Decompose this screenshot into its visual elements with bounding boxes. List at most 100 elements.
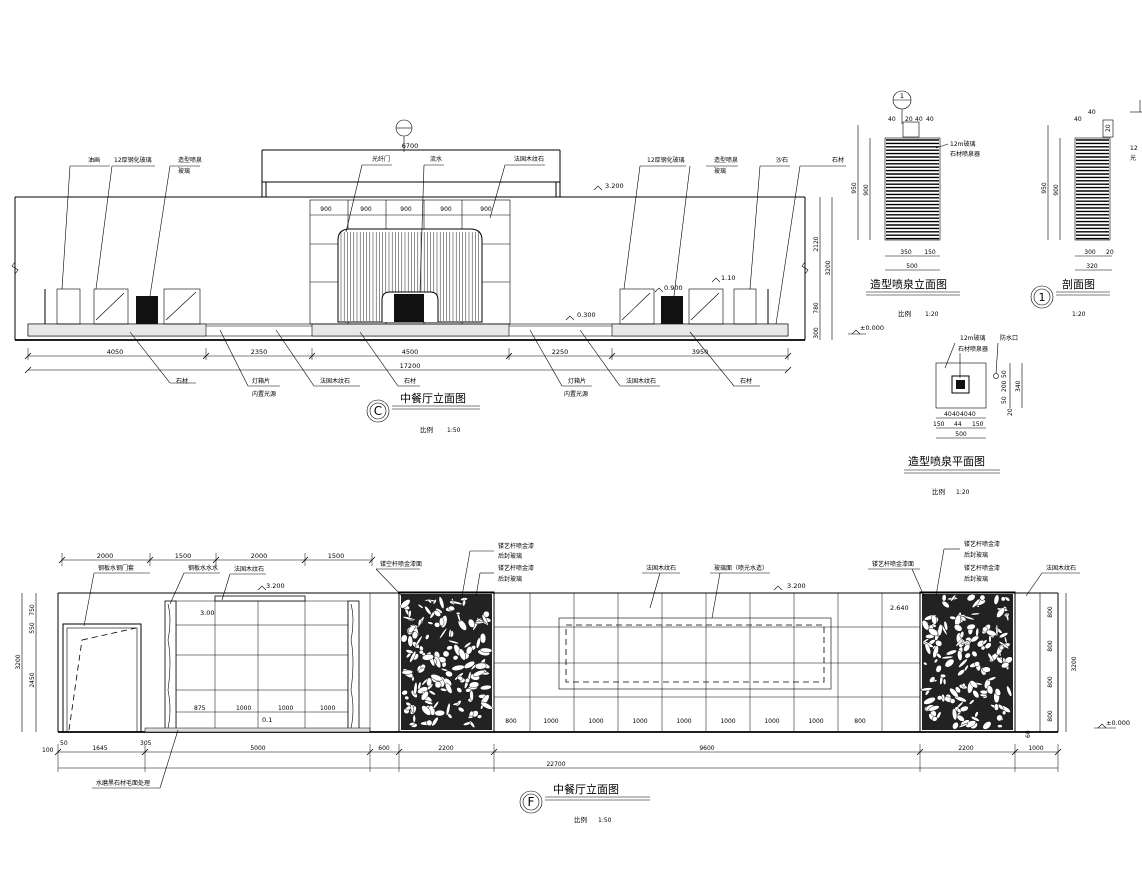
f-right-60: 60 [1025, 730, 1032, 738]
f-top-2000a: 2000 [97, 552, 114, 560]
level-0300: 0.300 [577, 311, 596, 319]
section-marker-c [366, 399, 390, 423]
label-bottom-lightbox-1: 灯箱片 [252, 377, 270, 385]
f-label-screen-l3: 后封玻璃 [498, 552, 522, 560]
fountain-plan: 12m玻璃 石材喷泉器 防水口 50 200 50 20 340 40 40 4… [904, 334, 1023, 496]
f-level-300: 3.00 [200, 609, 214, 617]
fe-bottom-500: 500 [906, 263, 918, 270]
fountain-elev-scale: 比例 [898, 309, 911, 318]
elevation-f: 2000 1500 2000 1500 1645 5000 600 2200 9… [15, 540, 1130, 824]
fs-side-950: 950 [1041, 182, 1048, 194]
fe-label-glass: 12m玻璃 [950, 140, 975, 148]
f-bottom-1645: 1645 [92, 745, 107, 752]
fp-bottom-40c: 40 [960, 411, 968, 418]
f-level-3200a: 3.200 [266, 582, 285, 590]
label-glass-right-2: 玻璃 [714, 167, 726, 175]
dim-4500: 4500 [402, 348, 419, 356]
level-0900: 0.900 [664, 284, 683, 292]
label-bottom-travertine-2: 法国木纹石 [626, 377, 656, 385]
f-label-travertine-3: 法国木纹石 [1046, 564, 1076, 572]
f-bottom-305: 305 [140, 740, 152, 747]
fp-side-50a: 50 [1001, 370, 1008, 378]
elevation-f-scale: 比例 [574, 815, 587, 824]
f-grid-875: 875 [194, 705, 206, 712]
f-bottom-1000: 1000 [1028, 745, 1043, 752]
f-level-3200b: 3.200 [787, 582, 806, 590]
f-right-800a: 800 [1047, 606, 1054, 618]
f-panel-dim: 1000 [720, 718, 735, 725]
label-sand: 沙石 [776, 157, 788, 164]
dim-300: 300 [813, 327, 820, 339]
f-label-door: 钢板水钢门套 [98, 564, 134, 572]
label-fountain-left: 造型喷泉 [178, 156, 202, 164]
elevation-f-title: 中餐厅立面图 [553, 782, 619, 796]
level-000: ±0.000 [860, 324, 884, 332]
fe-side-950: 950 [851, 182, 858, 194]
f-panel-dim: 1000 [764, 718, 779, 725]
dim-900-e: 900 [480, 206, 492, 213]
fe-top-dim-40a: 40 [888, 116, 896, 123]
f-bottom-2200b: 2200 [958, 745, 973, 752]
fe-bottom-350: 350 [900, 249, 912, 256]
fs-bottom-320: 320 [1086, 263, 1098, 270]
dim-3200: 3200 [825, 260, 832, 275]
dim-900-d: 900 [440, 206, 452, 213]
f-left-3200: 3200 [15, 654, 22, 669]
f-grid-1000c: 1000 [320, 705, 335, 712]
f-level-2640: 2.640 [890, 604, 909, 612]
f-bottom-100: 100 [42, 747, 54, 754]
label-bottom-stone-1: 石材 [176, 377, 188, 385]
f-bottom-2200a: 2200 [438, 745, 453, 752]
f-total-22700: 22700 [546, 761, 565, 768]
fs-marker: 1 [1039, 291, 1046, 304]
fs-top-20: 20 [1105, 124, 1112, 132]
f-label-glass: 玻璃面（喷光水造） [714, 564, 768, 572]
f-label-screen-r4: 镂艺杆喷金漆 [964, 564, 1000, 572]
fountain-plan-title: 造型喷泉平面图 [908, 454, 985, 468]
f-label-travertine-1: 法国木纹石 [234, 565, 264, 573]
fp-label-glass: 12m玻璃 [960, 334, 985, 342]
fp-side-20: 20 [1007, 408, 1014, 416]
marker-f-letter: F [528, 795, 535, 809]
elevation-c-scale-value: 1:50 [447, 427, 461, 434]
label-stone-right: 石材 [832, 156, 844, 164]
label-bottom-light-2: 内置光源 [564, 390, 588, 398]
level-110: 1.10 [721, 274, 735, 282]
fe-top-dim-40b: 40 [915, 116, 923, 123]
f-bottom-50: 50 [60, 740, 68, 747]
fp-label-fountain: 石材喷泉器 [958, 345, 988, 353]
fp-bottom-500: 500 [955, 431, 967, 438]
f-label-travertine-2: 法国木纹石 [646, 564, 676, 572]
f-label-screen-l1: 镂空杆喷金漆面 [380, 560, 422, 568]
fountain-section: 40 40 20 950 900 300 20 320 12 光 1 剖面图 1… [1030, 100, 1142, 318]
f-panel-dim: 1000 [543, 718, 558, 725]
f-top-1500a: 1500 [175, 552, 192, 560]
label-flowing-water: 流水 [430, 155, 442, 163]
label-glass-left-2: 玻璃 [178, 167, 190, 175]
fe-bottom-150: 150 [924, 249, 936, 256]
fs-side-900: 900 [1053, 184, 1060, 196]
fe-top-dim-20: 20 [905, 116, 913, 123]
f-panel-dim: 1000 [808, 718, 823, 725]
f-grid-1000a: 1000 [236, 705, 251, 712]
f-left-750: 750 [29, 604, 36, 616]
section-marker-1 [1030, 285, 1054, 309]
dim-6700: 6700 [402, 142, 419, 150]
fountain-elev-scale-value: 1:20 [925, 311, 939, 318]
f-label-screen-l4: 镂艺杆喷金漆 [498, 564, 534, 572]
fs-top-40b: 40 [1088, 109, 1096, 116]
f-panel-dim: 800 [854, 718, 866, 725]
fs-label-light: 光 [1130, 154, 1136, 162]
elevation-f-scale-value: 1:50 [598, 817, 612, 824]
fe-top-dim-40c: 40 [926, 116, 934, 123]
elevation-c-title: 中餐厅立面图 [400, 391, 466, 405]
fountain-elev-title: 造型喷泉立面图 [870, 277, 947, 291]
stone-column-left [164, 600, 177, 733]
f-label-screen-r5: 后封玻璃 [964, 575, 988, 583]
f-label-screen-r2: 镂艺杆喷金漆 [964, 540, 1000, 548]
label-glass-left: 12厚钢化玻璃 [114, 156, 152, 164]
label-bottom-travertine-1: 法国木纹石 [320, 377, 350, 385]
f-panel-dim: 1000 [588, 718, 603, 725]
label-oil-painting: 油画 [88, 156, 100, 164]
